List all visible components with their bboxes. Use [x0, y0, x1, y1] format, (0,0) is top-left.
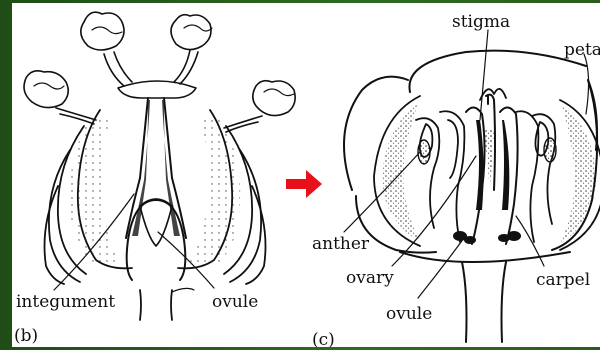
flower-cross-section-drawing	[344, 30, 600, 342]
integument-label: integument	[16, 292, 115, 312]
petal-label: peta	[564, 40, 600, 60]
diagram-panel: integument ovule (b)	[12, 3, 600, 347]
anther-label: anther	[312, 234, 370, 254]
panel-c-letter: (c)	[312, 330, 335, 347]
flower-diagram: integument ovule (b)	[12, 3, 600, 347]
panel-b-letter: (b)	[14, 326, 38, 346]
stigma-label: stigma	[452, 12, 510, 32]
ovule-flower-drawing	[24, 12, 295, 320]
ovary-label: ovary	[346, 268, 394, 288]
carpel-label: carpel	[536, 270, 590, 290]
anther-heads	[24, 12, 295, 115]
ovule-label-c: ovule	[386, 304, 432, 324]
red-arrow-icon	[281, 170, 322, 198]
ovule-label-b: ovule	[212, 292, 258, 312]
